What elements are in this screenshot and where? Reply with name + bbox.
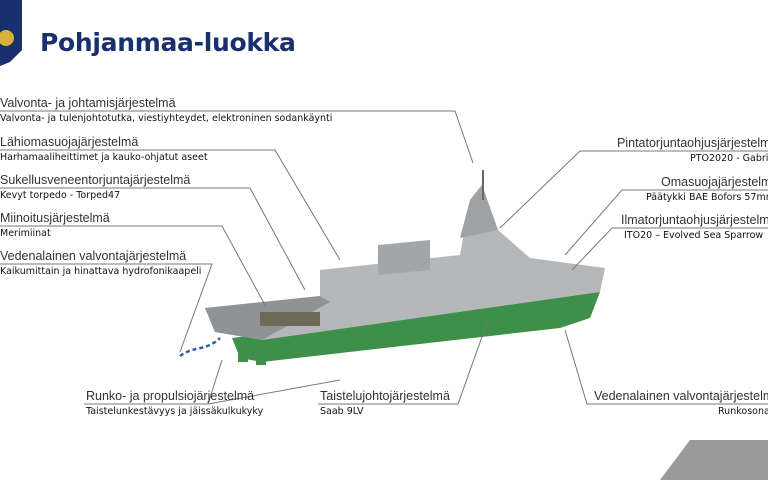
- label-subtitle: Merimiinat: [0, 228, 51, 239]
- corner-decoration: [660, 440, 768, 480]
- label-subtitle: Kaikumittain ja hinattava hydrofonikaape…: [0, 266, 202, 277]
- label-title: Taistelujohtojärjestelmä: [320, 389, 450, 403]
- navy-emblem-logo: [0, 0, 22, 66]
- label-subtitle: Kevyt torpedo - Torped47: [0, 190, 121, 201]
- leader-lines: [0, 110, 768, 405]
- label-title: Valvonta- ja johtamisjärjestelmä: [0, 96, 176, 110]
- label-title: Runko- ja propulsiojärjestelmä: [86, 389, 255, 403]
- label-subtitle: PTO2020 - Gabriel: [690, 153, 768, 164]
- label-title: Vedenalainen valvontajärjestelmä: [0, 249, 187, 263]
- label-title: Ilmatorjuntaohjusjärjestelmä: [621, 213, 768, 227]
- ship: [179, 170, 605, 365]
- label-subtitle: Saab 9LV: [320, 406, 364, 417]
- label-subtitle: Harhamaaliheittimet ja kauko-ohjatut ase…: [0, 152, 208, 163]
- page-title: Pohjanmaa-luokka: [40, 28, 296, 57]
- label-subtitle: Taistelunkestävyys ja jäissäkulkukyky: [86, 406, 264, 417]
- label-subtitle: ITO20 – Evolved Sea Sparrow: [624, 230, 764, 241]
- label-title: Lähiomasuojajärjestelmä: [0, 135, 139, 149]
- label-subtitle: Valvonta- ja tulenjohtotutka, viestiyhte…: [0, 113, 333, 124]
- label-title: Vedenalainen valvontajärjestelmä: [594, 389, 768, 403]
- label-title: Pintatorjuntaohjusjärjestelmä: [617, 136, 768, 150]
- label-title: Sukellusveneentorjuntajärjestelmä: [0, 173, 191, 187]
- label-subtitle: Päätykki BAE Bofors 57mm: [646, 192, 768, 203]
- label-title: Omasuojajärjestelmä: [661, 175, 768, 189]
- label-subtitle: Runkosonari: [718, 406, 768, 417]
- label-title: Miinoitusjärjestelmä: [0, 211, 110, 225]
